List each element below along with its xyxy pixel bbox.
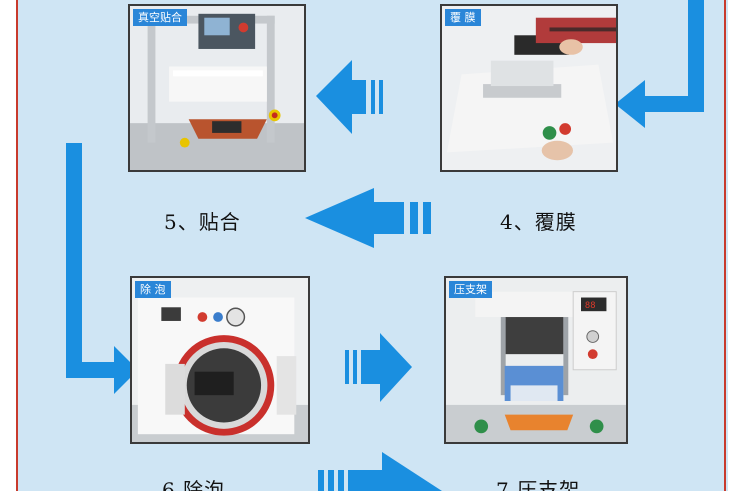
photo-bubble-removal-machine: 除 泡 — [130, 276, 310, 444]
caption-step-5-bond: 5、贴合 — [164, 210, 241, 234]
svg-text:88: 88 — [585, 301, 596, 311]
step-tag-bubble: 除 泡 — [135, 281, 171, 298]
caption-step-6-bubble: 6 除泡 — [162, 478, 226, 491]
step-tag-vacuum-bond: 真空贴合 — [133, 9, 187, 26]
caption-step-7-press: 7 压支架 — [496, 478, 581, 491]
photo-film-laminator: 覆 膜 — [440, 4, 618, 172]
frame-right-line — [724, 0, 726, 491]
frame-left-line — [16, 0, 18, 491]
step-tag-film: 覆 膜 — [445, 9, 481, 26]
photo-press-frame-machine: 88 压支架 — [444, 276, 628, 444]
photo-vacuum-bond-machine: 真空贴合 — [128, 4, 306, 172]
step-tag-press: 压支架 — [449, 281, 492, 298]
caption-step-4-film: 4、覆膜 — [500, 210, 577, 234]
